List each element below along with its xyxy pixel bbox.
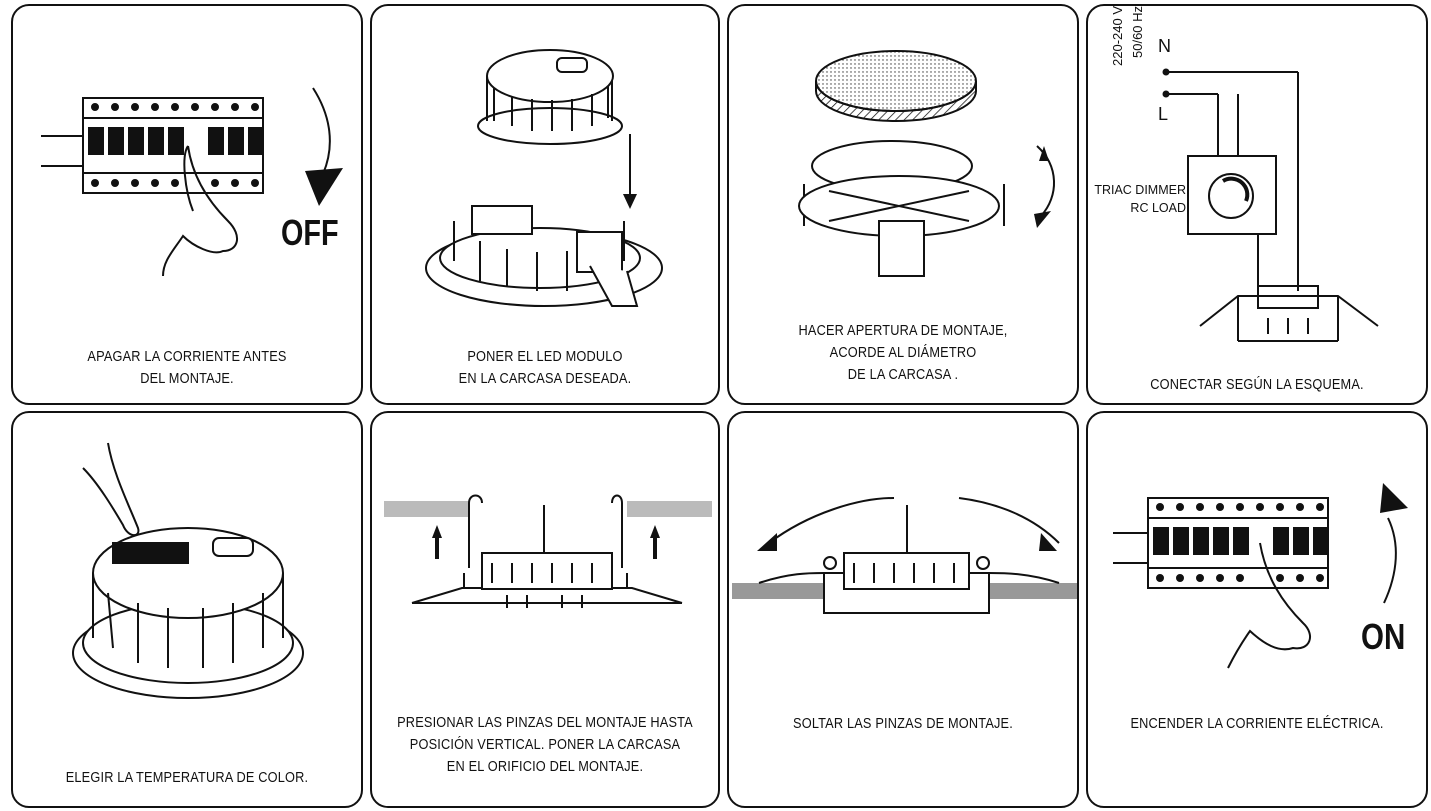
neutral-label: N <box>1158 36 1171 56</box>
breaker-off-illustration <box>41 87 343 277</box>
dimmer-label: TRIAC DIMMER RC LOAD <box>1094 183 1186 215</box>
step-panel-4: 220-240 V AC 50/60 Hz N L TRIAC DIMMER R… <box>1086 4 1428 405</box>
ceiling-cutout-illustration <box>798 50 1055 277</box>
step-caption: ELEGIR LA TEMPERATURA DE COLOR. <box>65 770 309 786</box>
on-label: ON <box>1361 616 1406 657</box>
clips-vertical-illustration <box>384 494 712 608</box>
frequency-label: 50/60 Hz <box>1130 5 1145 58</box>
step-panel-3: HACER APERTURA DE MONTAJE,ACORDE AL DIÁM… <box>727 4 1079 405</box>
color-temperature-switch-illustration <box>72 442 304 699</box>
step-caption: HACER APERTURA DE MONTAJE,ACORDE AL DIÁM… <box>798 323 1008 383</box>
step-caption: ENCENDER LA CORRIENTE ELÉCTRICA. <box>1130 716 1384 732</box>
step-panel-7: SOLTAR LAS PINZAS DE MONTAJE. <box>727 411 1079 808</box>
voltage-label: 220-240 V AC <box>1110 4 1125 66</box>
wiring-diagram <box>1162 68 1379 342</box>
live-label: L <box>1158 104 1169 124</box>
step-caption: CONECTAR SEGÚN LA ESQUEMA. <box>1150 377 1364 393</box>
breaker-on-illustration <box>1113 483 1408 669</box>
step-panel-5: ELEGIR LA TEMPERATURA DE COLOR. <box>11 411 363 808</box>
led-module-housing-illustration <box>425 49 663 307</box>
off-label: OFF <box>281 212 339 253</box>
step-panel-8: ON ENCENDER LA CORRIENTE ELÉCTRICA. <box>1086 411 1428 808</box>
clips-release-illustration <box>732 497 1077 614</box>
step-caption: SOLTAR LAS PINZAS DE MONTAJE. <box>793 716 1013 732</box>
